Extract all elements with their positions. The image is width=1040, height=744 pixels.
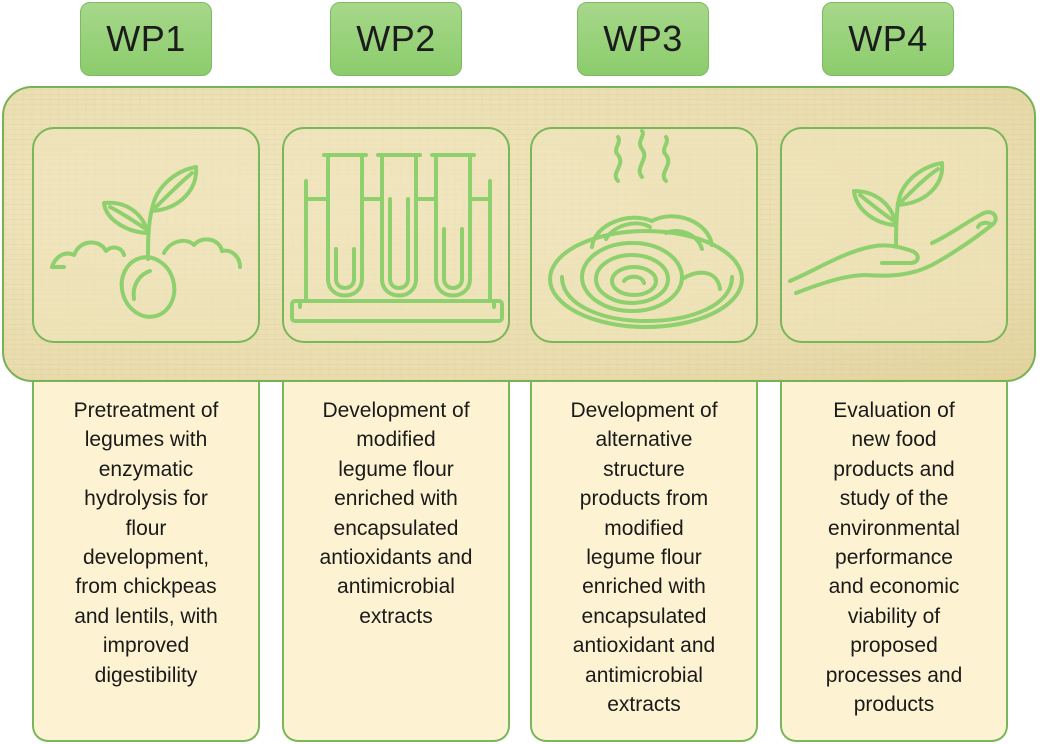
wp4-label: WP4	[848, 18, 928, 59]
wp2-icon-box	[282, 127, 510, 343]
wp2-description: Development of modified legume flour enr…	[282, 382, 510, 742]
wp3-label: WP3	[603, 18, 683, 59]
test-tubes-icon	[290, 153, 504, 323]
wp1-tab: WP1	[80, 2, 212, 76]
wp4-icon-box	[780, 127, 1008, 343]
wp4-description: Evaluation of new food products and stud…	[780, 382, 1008, 742]
wp1-icon-box	[32, 127, 260, 343]
wp1-description: Pretreatment of legumes with enzymatic h…	[32, 382, 260, 742]
wp3-description: Development of alternative structure pro…	[530, 382, 758, 742]
wp1-label: WP1	[106, 18, 186, 59]
hand-with-plant-icon	[788, 161, 998, 295]
hot-food-plate-icon	[548, 129, 744, 329]
wp3-tab: WP3	[577, 2, 709, 76]
wp2-tab: WP2	[330, 2, 462, 76]
sprouting-seed-icon	[50, 165, 242, 319]
wp2-label: WP2	[356, 18, 436, 59]
wp4-tab: WP4	[822, 2, 954, 76]
wp3-icon-box	[530, 127, 758, 343]
